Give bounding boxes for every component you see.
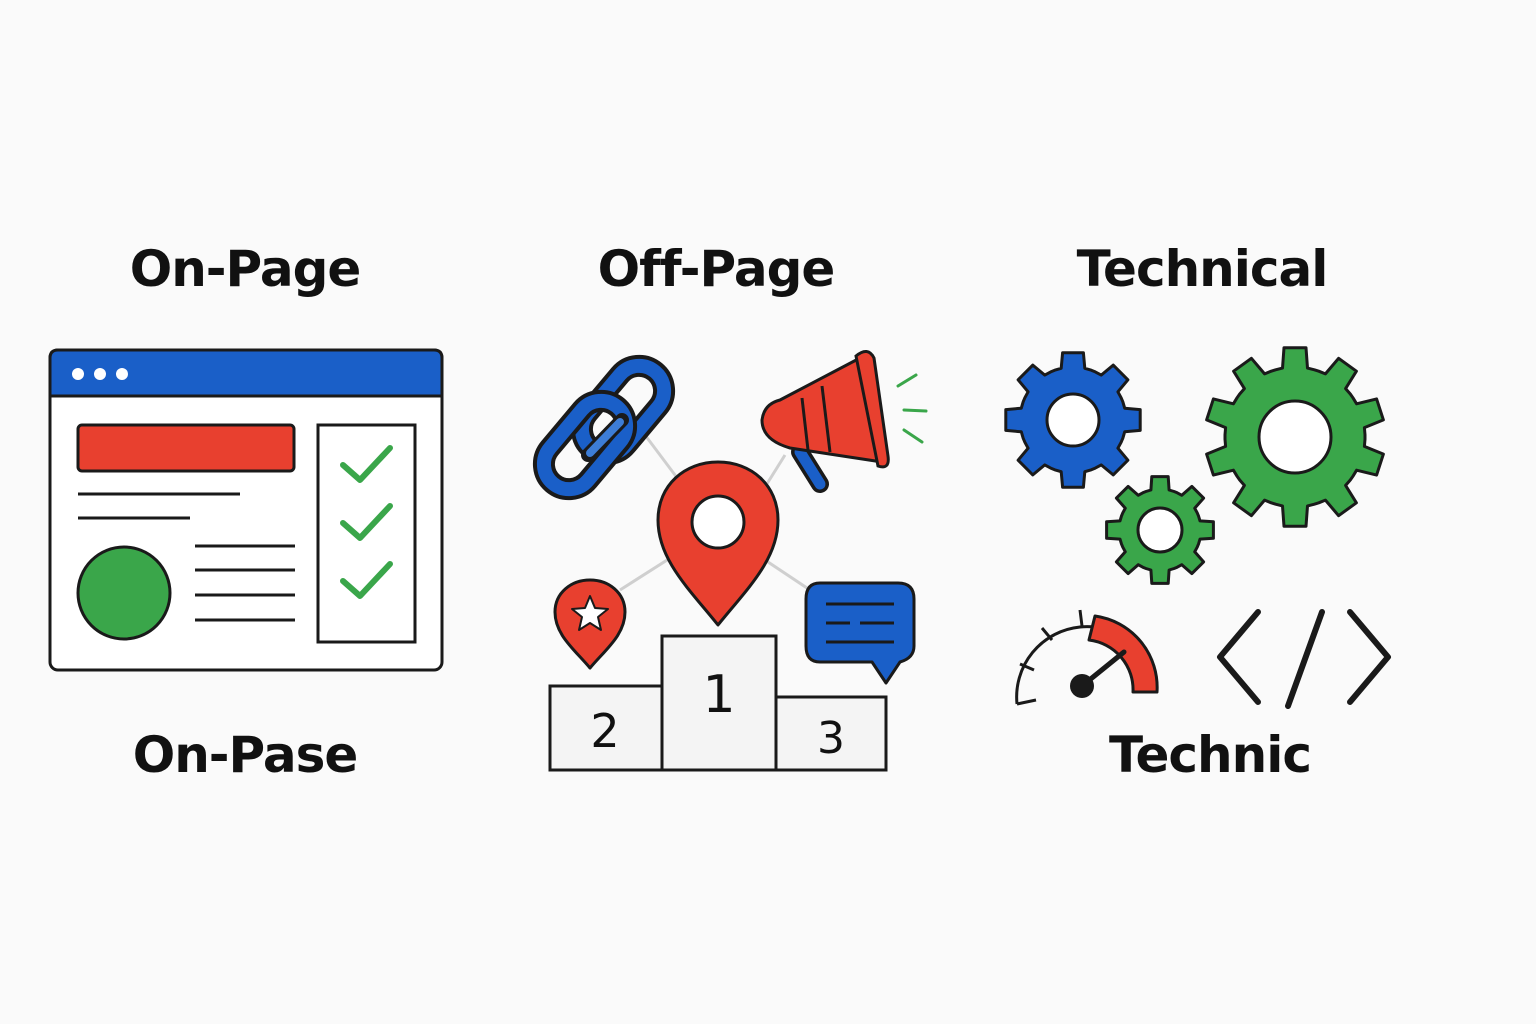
gear-icon xyxy=(1004,351,1142,489)
star-badge-icon xyxy=(553,578,627,670)
megaphone-icon xyxy=(760,350,928,493)
podium-second-place: 2 xyxy=(590,704,619,758)
gear-hole xyxy=(1045,392,1101,448)
code-brackets-icon xyxy=(1217,609,1391,709)
gear-hole xyxy=(1136,506,1184,554)
checkmark-icon xyxy=(340,445,393,483)
off-page-heading: Off-Page xyxy=(597,240,836,298)
image-placeholder-icon xyxy=(76,545,172,641)
chain-link-icon xyxy=(532,354,676,501)
speedometer-icon xyxy=(1015,609,1159,706)
podium-first-place: 1 xyxy=(702,665,735,725)
checkmark-icon xyxy=(340,503,393,541)
technical-heading: Technical xyxy=(1076,240,1329,298)
location-pin-icon xyxy=(656,460,780,627)
podium-third-place: 3 xyxy=(817,713,845,764)
gear-icon xyxy=(1105,475,1215,585)
on-page-heading: On-Page xyxy=(129,240,362,298)
gear-hole xyxy=(1257,399,1333,475)
gear-icon xyxy=(1205,346,1385,528)
chat-bubble-icon xyxy=(804,581,916,685)
checkmark-icon xyxy=(340,561,393,599)
on-page-caption: On-Pase xyxy=(132,726,359,784)
technical-caption: Technic xyxy=(1109,726,1312,784)
checklist-icon xyxy=(316,423,417,644)
podium-icon: 1 2 3 xyxy=(548,634,888,772)
